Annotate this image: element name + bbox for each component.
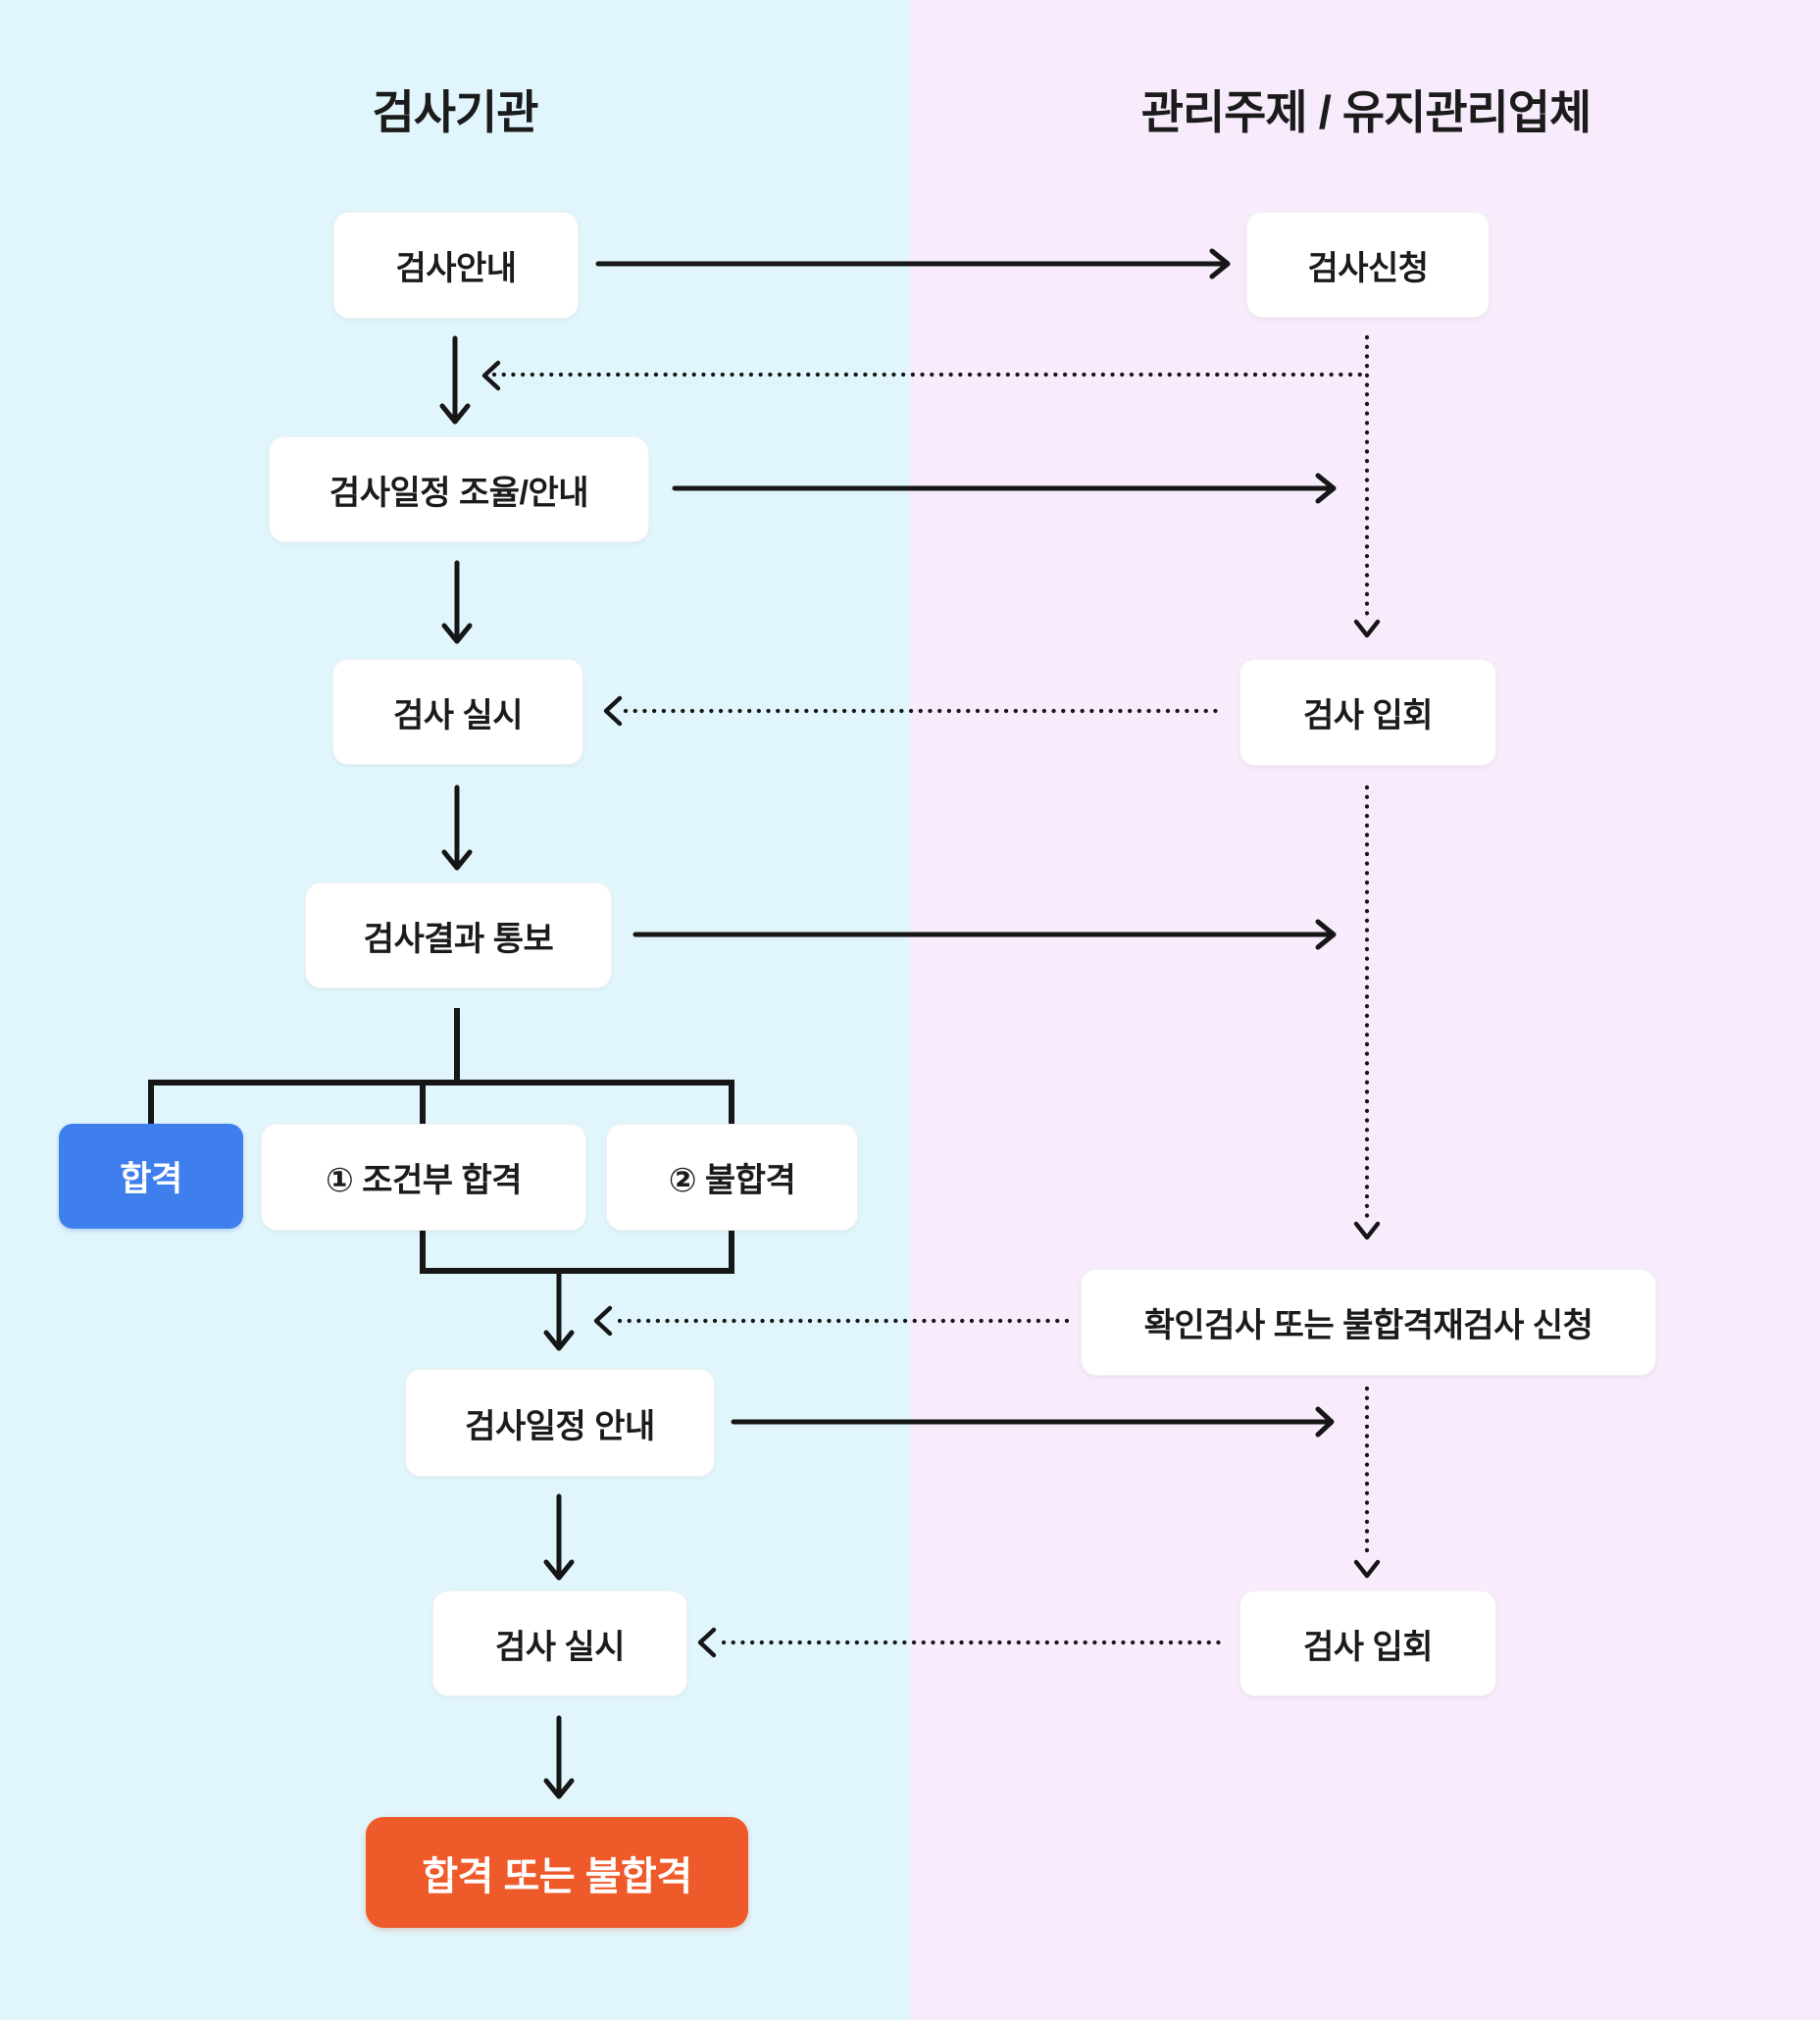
node-inspection-request: 검사신청 bbox=[1246, 212, 1490, 318]
node-schedule-coordination: 검사일정 조율/안내 bbox=[269, 436, 649, 542]
right-column-title: 관리주제 / 유지관리업체 bbox=[1140, 86, 1592, 138]
node-inspection-run-1: 검사 실시 bbox=[332, 659, 583, 765]
node-inspection-attend-1: 검사 입회 bbox=[1239, 659, 1496, 766]
node-conditional-pass: ① 조건부 합격 bbox=[261, 1124, 586, 1231]
node-inspection-guide: 검사안내 bbox=[333, 212, 579, 319]
node-fail: ② 불합격 bbox=[606, 1124, 858, 1231]
node-schedule-notice: 검사일정 안내 bbox=[405, 1369, 715, 1477]
node-pass: 합격 bbox=[59, 1124, 243, 1229]
left-column-title: 검사기관 bbox=[372, 86, 539, 138]
node-inspection-run-2: 검사 실시 bbox=[432, 1591, 687, 1696]
node-reinspection-request: 확인검사 또는 불합격재검사 신청 bbox=[1081, 1269, 1656, 1376]
node-final-result: 합격 또는 불합격 bbox=[366, 1817, 748, 1928]
node-result-notification: 검사결과 통보 bbox=[305, 883, 612, 988]
node-inspection-attend-2: 검사 입회 bbox=[1239, 1591, 1496, 1696]
